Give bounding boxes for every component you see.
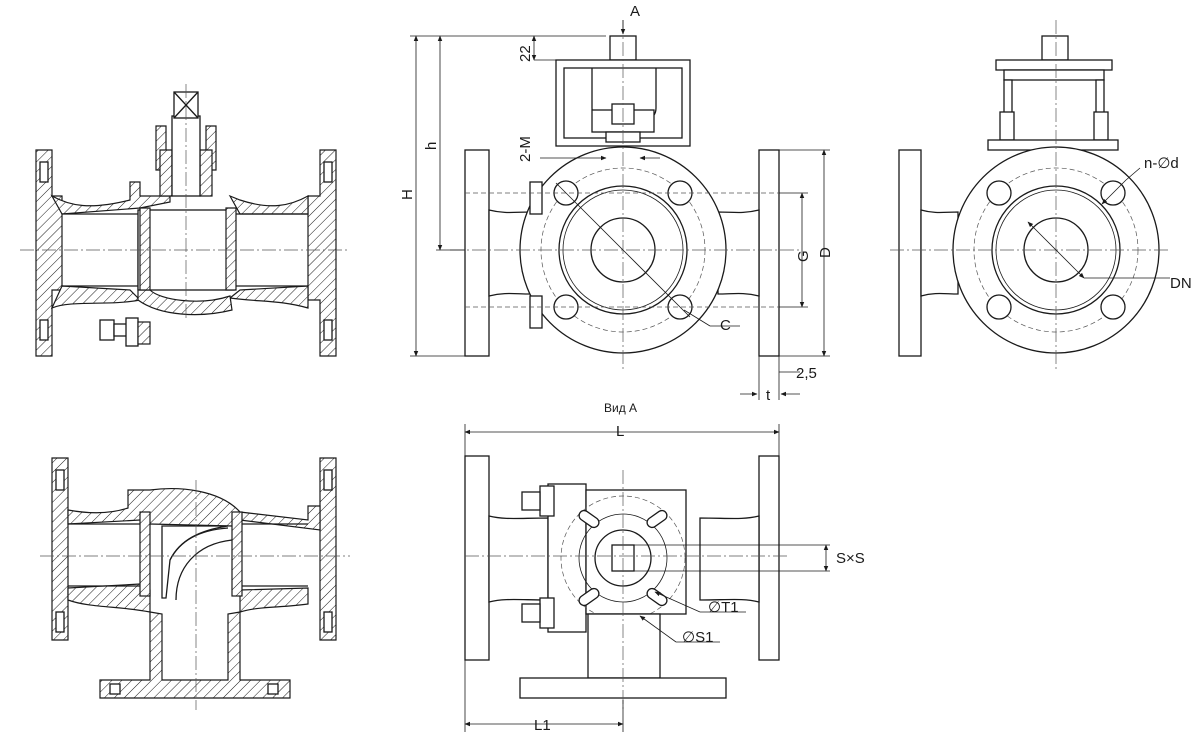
dim-g-label: G — [795, 250, 812, 262]
dim-l-label: L — [616, 423, 624, 440]
dim-c-label: C — [720, 317, 731, 334]
dim-d-label: D — [817, 247, 834, 258]
dim-s1-label: ∅S1 — [682, 629, 713, 646]
dim-l1-label: L1 — [534, 717, 551, 734]
two-way-valve-section — [20, 84, 350, 357]
view-a-title: Вид A — [604, 401, 637, 415]
dim-nd-label: n-∅d — [1144, 155, 1179, 172]
three-way-valve-front: A 22 2-M h H G D C 2,5 t — [399, 3, 834, 404]
three-way-valve-side: n-∅d DN — [890, 20, 1192, 370]
dim-dn-label: DN — [1170, 275, 1192, 292]
dim-h-label: h — [423, 142, 440, 150]
dim-t1-label: ∅T1 — [708, 599, 739, 616]
three-way-valve-top-view-a: Вид A L S×S ∅ — [464, 401, 865, 734]
dim-sxs-label: S×S — [836, 550, 865, 567]
view-arrow-label: A — [630, 3, 640, 20]
three-way-valve-section — [40, 457, 350, 710]
dim-2m-label: 2-M — [517, 136, 534, 162]
dim-2-5-label: 2,5 — [796, 365, 817, 382]
dim-t-label: t — [766, 387, 771, 404]
dim-22-label: 22 — [517, 45, 534, 62]
dim-big-h-label: H — [399, 189, 416, 200]
